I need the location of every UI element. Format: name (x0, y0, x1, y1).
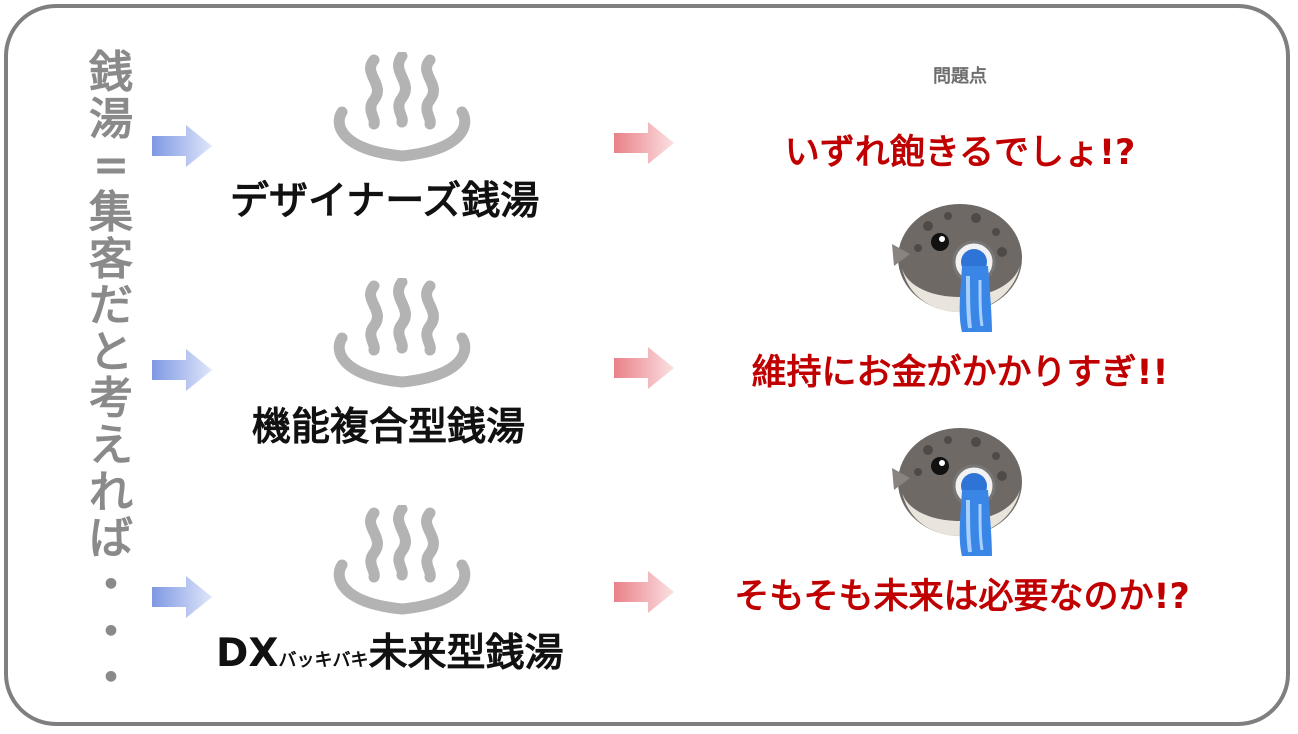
vertical-title-char: だ (89, 280, 133, 332)
vertical-title-char: 集 (89, 186, 133, 238)
vertical-title-char: ば (89, 513, 133, 565)
slide-frame (4, 4, 1290, 726)
blue-arrow-icon (152, 576, 212, 618)
vertical-title-char: ・ (89, 559, 133, 611)
sento-type-label: 機能複合型銭湯 (252, 396, 525, 452)
red-arrow-icon (614, 122, 674, 164)
onsen-icon (333, 52, 471, 162)
red-arrow-icon (614, 571, 674, 613)
vertical-title-char: と (89, 326, 133, 378)
vertical-title-char: ・ (89, 606, 133, 658)
vertical-title-char: 銭 (89, 47, 133, 98)
vertical-title-char: 客 (89, 233, 133, 285)
blue-arrow-icon (152, 125, 212, 167)
sento-type-name: 機能複合型銭湯 (252, 405, 526, 450)
sento-type-prefix: DX (216, 631, 279, 676)
onsen-icon (333, 505, 471, 615)
vertical-title-char: 考 (89, 373, 133, 425)
vertical-title-char: れ (89, 466, 133, 518)
vertical-title: 銭 湯 = 集 客 だ と 考 え れ ば ・ ・ ・ (82, 47, 140, 701)
onsen-icon (333, 278, 471, 388)
vertical-title-char: ・ (89, 653, 133, 705)
vertical-title-char: え (89, 420, 133, 471)
vertical-title-char: = (92, 140, 130, 192)
pufferfish-spitting-water-icon (892, 204, 1022, 332)
blue-arrow-icon (152, 349, 212, 391)
vertical-title-char: 湯 (89, 93, 133, 145)
problem-text: いずれ飽きるでしょ!? (784, 133, 1136, 173)
problem-text: 維持にお金がかかりすぎ!! (751, 353, 1169, 393)
sento-type-small-note: バッキバキ (278, 650, 369, 671)
red-arrow-icon (614, 347, 674, 389)
sento-type-label: DXバッキバキ未来型銭湯 (216, 622, 563, 678)
sento-type-label: デザイナーズ銭湯 (230, 170, 539, 226)
pufferfish-spitting-water-icon (892, 428, 1022, 556)
problem-text: そもそも未来は必要なのか!? (734, 577, 1190, 617)
sento-type-name: 未来型銭湯 (368, 631, 564, 676)
sento-type-name: デザイナーズ銭湯 (230, 179, 540, 224)
column-header: 問題点 (933, 66, 987, 87)
